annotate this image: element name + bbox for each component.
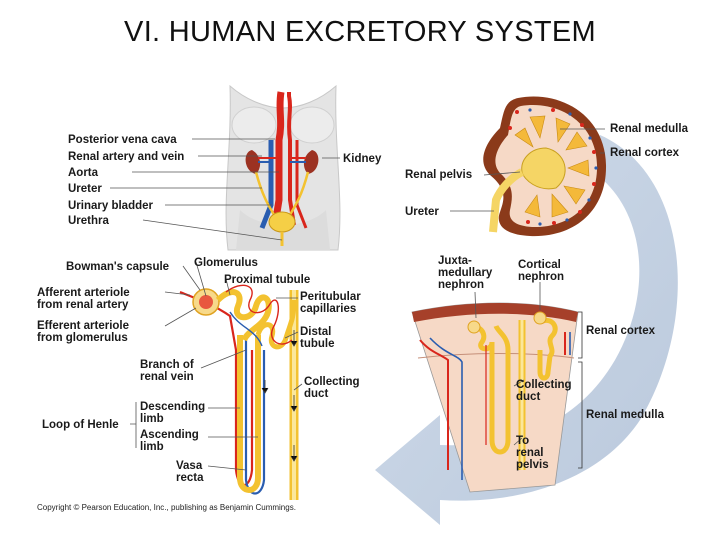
label-renal-artery-vein: Renal artery and vein	[68, 151, 184, 163]
leader-renal-pelvis	[483, 171, 521, 176]
bracket-renal-medulla	[578, 361, 583, 469]
leader-bowmans	[182, 265, 201, 291]
leader-vasa-recta	[207, 465, 247, 471]
bracket-loop-of-henle	[130, 402, 137, 448]
leader-juxta	[474, 291, 477, 319]
label-proximal-tubule: Proximal tubule	[224, 274, 310, 286]
nephron-illustration	[179, 284, 299, 500]
label-efferent-1: Efferent arteriole	[37, 320, 129, 332]
label-urinary-bladder: Urinary bladder	[68, 200, 154, 212]
label-urethra: Urethra	[68, 215, 110, 227]
label-afferent-2: from renal artery	[37, 299, 129, 311]
leader-distal	[284, 331, 299, 339]
label-cortical-1: Cortical	[518, 259, 561, 271]
label-renal-pelvis: Renal pelvis	[405, 169, 472, 181]
label-branch-1: Branch of	[140, 359, 194, 371]
leader-collecting	[293, 383, 303, 391]
label-afferent-1: Afferent arteriole	[37, 287, 130, 299]
page-title: VI. HUMAN EXCRETORY SYSTEM	[124, 16, 596, 48]
bracket-renal-cortex	[578, 311, 583, 359]
label-ascending-2: limb	[140, 441, 164, 453]
label-wedge-renal-cortex: Renal cortex	[586, 325, 656, 337]
leader-proximal	[225, 278, 231, 296]
label-vasa-2: recta	[176, 472, 204, 484]
label-renal-cortex: Renal cortex	[610, 147, 680, 159]
label-descending-2: limb	[140, 413, 164, 425]
label-juxta-3: nephron	[438, 279, 484, 291]
copyright-notice: Copyright © Pearson Education, Inc., pub…	[37, 503, 296, 512]
label-wedge-renal-medulla: Renal medulla	[586, 409, 665, 421]
flow-arrow	[375, 135, 678, 525]
label-collecting-2: duct	[304, 388, 328, 400]
leader-wedge-collecting	[513, 379, 525, 387]
kidney-section	[483, 96, 607, 237]
label-vasa-1: Vasa	[176, 460, 203, 472]
label-juxta-1: Juxta-	[438, 255, 472, 267]
label-peritubular-1: Peritubular	[300, 291, 361, 303]
label-distal-1: Distal	[300, 326, 331, 338]
leader-afferent	[164, 291, 191, 296]
leader-glomerulus	[195, 261, 207, 297]
label-juxta-2: medullary	[438, 267, 493, 279]
label-kidney: Kidney	[343, 153, 382, 165]
label-to-3: pelvis	[516, 459, 549, 471]
label-ascending-1: Ascending	[140, 429, 199, 441]
label-cortical-2: nephron	[518, 271, 564, 283]
label-renal-medulla: Renal medulla	[610, 123, 689, 135]
leader-to-pelvis	[513, 437, 523, 446]
label-bowmans-capsule: Bowman's capsule	[66, 261, 169, 273]
label-aorta: Aorta	[68, 167, 99, 179]
label-peritubular-2: capillaries	[300, 303, 356, 315]
kidney-wedge-section	[411, 302, 583, 493]
leader-urethra	[142, 219, 283, 241]
label-to-1: To	[516, 435, 529, 447]
label-collecting-1: Collecting	[304, 376, 360, 388]
leader-branch	[200, 349, 247, 369]
label-ureter: Ureter	[68, 183, 102, 195]
torso-illustration	[225, 84, 341, 251]
label-wedge-collecting-1: Collecting	[516, 379, 572, 391]
label-kidney-ureter: Ureter	[405, 206, 439, 218]
label-posterior-vena-cava: Posterior vena cava	[68, 134, 177, 146]
label-wedge-collecting-2: duct	[516, 391, 540, 403]
label-efferent-2: from glomerulus	[37, 332, 128, 344]
urinary-bladder	[268, 211, 296, 246]
leader-efferent	[164, 307, 197, 327]
label-distal-2: tubule	[300, 338, 335, 350]
label-glomerulus: Glomerulus	[194, 257, 258, 269]
label-to-2: renal	[516, 447, 544, 459]
label-branch-2: renal vein	[140, 371, 194, 383]
label-descending-1: Descending	[140, 401, 205, 413]
label-loop-of-henle: Loop of Henle	[42, 419, 119, 431]
